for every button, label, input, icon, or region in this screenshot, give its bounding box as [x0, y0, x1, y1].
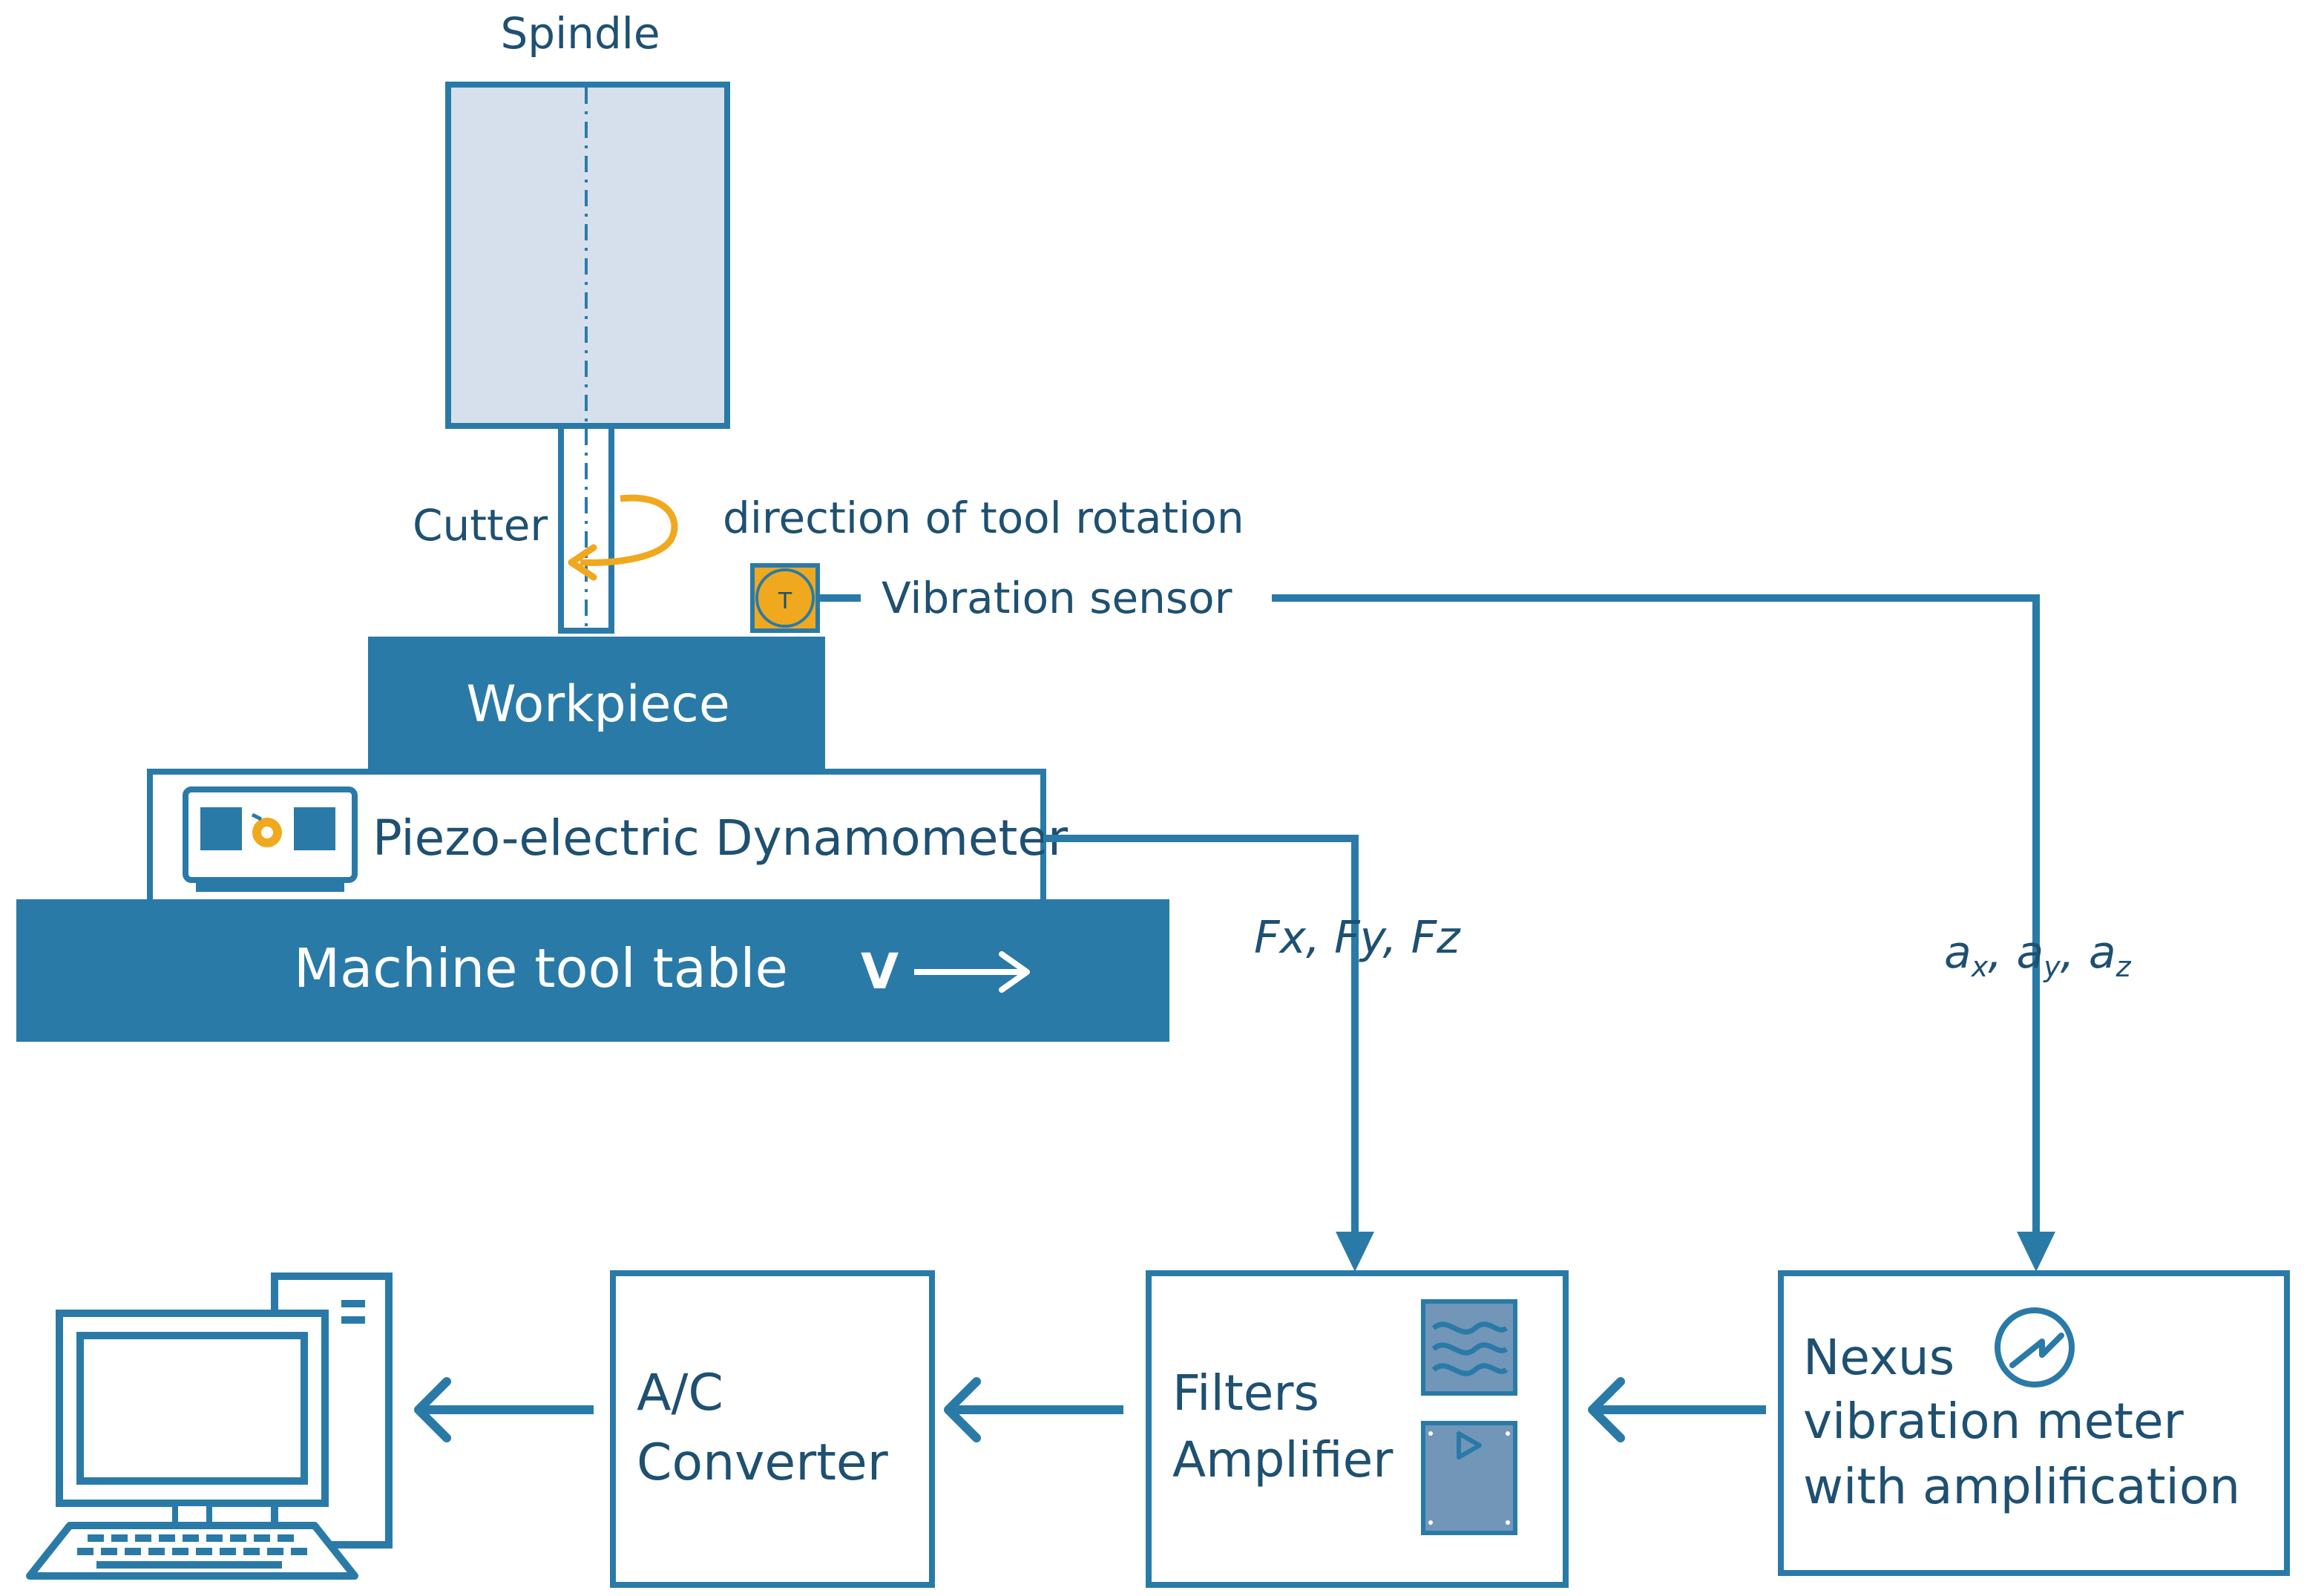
filters-label-line2: Amplifier [1172, 1431, 1394, 1488]
machine-table-label: Machine tool table [294, 937, 788, 999]
dynamometer-device-icon [183, 786, 358, 892]
arrow-nexus-to-filters [1588, 1377, 1766, 1442]
vibration-meter-gauge-icon [1995, 1307, 2075, 1388]
nexus-vibration-meter-box [1778, 1270, 2290, 1576]
workpiece-label: Workpiece [466, 675, 729, 734]
filters-label-line1: Filters [1172, 1365, 1319, 1422]
acceleration-label: ax, ay, az [1944, 927, 2132, 983]
rotation-arrow-icon [568, 494, 678, 581]
nexus-label-line1: Nexus [1803, 1329, 1954, 1386]
arrow-converter-to-computer [414, 1377, 594, 1442]
rotation-label: direction of tool rotation [723, 493, 1244, 543]
vibration-sensor-icon: T [750, 563, 820, 633]
converter-label-line1: A/C [637, 1364, 723, 1422]
nexus-label-line3: with amplification [1803, 1458, 2240, 1515]
vibration-sensor-label: Vibration sensor [882, 573, 1232, 623]
amplifier-icon [1421, 1421, 1517, 1535]
computer-icon [26, 1272, 393, 1580]
feed-v-label: V [861, 943, 899, 1000]
feed-arrow-icon [914, 951, 1030, 993]
nexus-label-line2: vibration meter [1803, 1393, 2185, 1450]
sensor-letter: T [778, 588, 792, 614]
spindle-label: Spindle [500, 8, 660, 59]
cutter-label: Cutter [413, 500, 548, 551]
converter-label-line2: Converter [637, 1434, 888, 1492]
dynamometer-label: Piezo-electric Dynamometer [372, 810, 1069, 867]
workpiece [368, 637, 825, 772]
vibration-signal-line [1272, 594, 2055, 1272]
ac-converter-box [610, 1270, 935, 1588]
arrow-filters-to-converter [944, 1377, 1123, 1442]
cutter [558, 423, 614, 634]
force-signal-line [1043, 835, 1374, 1272]
filter-wave-icon [1421, 1299, 1517, 1396]
forces-label: Fx, Fy, Fz [1254, 912, 1461, 964]
